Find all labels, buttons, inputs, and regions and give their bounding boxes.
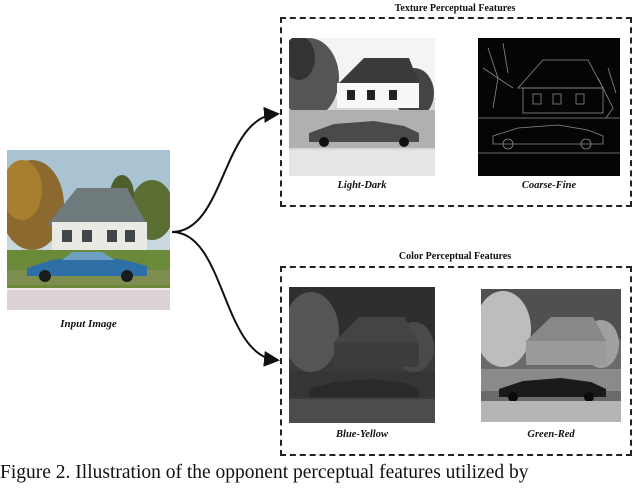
texture-features-box <box>280 17 632 207</box>
color-features-title: Color Perceptual Features <box>398 251 512 262</box>
green-red-label: Green-Red <box>527 429 575 440</box>
coarse-fine-label: Coarse-Fine <box>521 180 577 191</box>
input-image-label: Input Image <box>60 318 117 330</box>
texture-features-title: Texture Perceptual Features <box>394 3 516 14</box>
light-dark-image <box>289 38 435 176</box>
blue-yellow-image <box>289 287 435 423</box>
arrow-to-texture <box>171 106 280 233</box>
arrow-to-color <box>171 231 280 367</box>
coarse-fine-image <box>478 38 620 176</box>
input-image <box>7 150 170 310</box>
green-red-image <box>481 289 621 422</box>
blue-yellow-label: Blue-Yellow <box>336 429 388 440</box>
color-features-box <box>280 266 632 456</box>
figure-caption: Figure 2. Illustration of the opponent p… <box>0 462 529 483</box>
light-dark-label: Light-Dark <box>337 180 387 191</box>
